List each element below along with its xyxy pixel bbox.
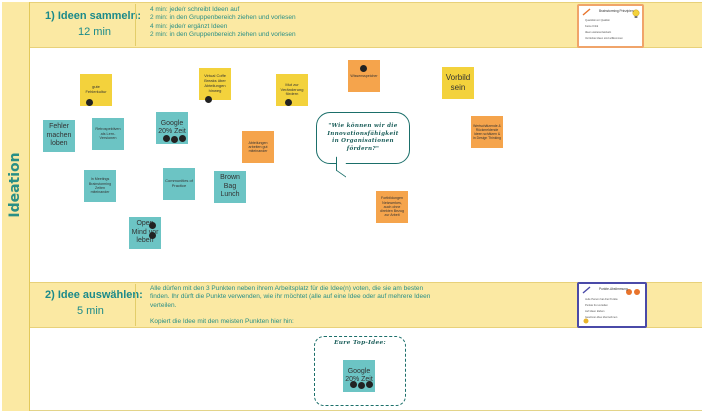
- step1-instruction: 2 min: in den Gruppenbereich ziehen und …: [150, 30, 296, 38]
- vote-dot[interactable]: [171, 136, 178, 143]
- card1-title: Brainstorming Prinzipien: [599, 9, 634, 13]
- sticky-note-text: In Meetings Brainstorming Zeiten miteina…: [88, 177, 112, 195]
- vote-dot[interactable]: [366, 381, 373, 388]
- sticky-note[interactable]: Fehler machen loben: [43, 120, 75, 152]
- sticky-note-text: Vorbild sein: [445, 73, 471, 92]
- sticky-note[interactable]: Vorbild sein: [442, 67, 474, 99]
- sticky-note-text: Fortbildungen Netzwerkes, auch ohne dire…: [380, 196, 404, 218]
- step1-time: 12 min: [78, 26, 112, 38]
- sticky-note[interactable]: Brown Bag Lunch: [214, 171, 246, 203]
- step2-title: 2) Idee auswählen:: [45, 289, 143, 301]
- vote-dot[interactable]: [149, 222, 156, 229]
- card2-line: Auf Ideen kleben: [585, 310, 605, 313]
- step1-instruction: 4 min: jede/r ergänzt Ideen: [150, 22, 228, 30]
- vote-dot[interactable]: [205, 96, 212, 103]
- step1-divider: [135, 4, 136, 46]
- sticky-note-text: Open Mind vor leben: [131, 220, 159, 245]
- top-idea-label: Eure Top-Idee:: [334, 340, 386, 346]
- step2-instruction: Kopiert die Idee mit den meisten Punkten…: [150, 317, 294, 325]
- vote-dot[interactable]: [350, 381, 357, 388]
- question-line: fördern?": [346, 145, 380, 152]
- vote-dot[interactable]: [179, 135, 186, 142]
- step1-title: 1) Ideen sammeln:: [45, 10, 141, 22]
- step1-instructions: 4 min: jede/r schreibt Ideen auf 2 min: …: [150, 6, 296, 39]
- card1-line: Quantität vor Qualität: [585, 19, 610, 22]
- sticky-note-text: Wertschätzende & Rückmeldende Ideen schä…: [473, 123, 501, 141]
- step2-divider: [135, 284, 136, 326]
- sticky-note[interactable]: Virtual Coffe Breaks über Abteilungen hi…: [199, 68, 231, 100]
- pencil-icon: [582, 8, 591, 16]
- step2-instruction: finden. Ihr dürft die Punkte verwenden, …: [150, 293, 431, 301]
- sticky-note[interactable]: Wertschätzende & Rückmeldende Ideen schä…: [471, 116, 503, 148]
- sticky-note[interactable]: Retrospektiven als Lern-Versionen: [92, 118, 124, 150]
- sticky-note-text: Abteilungen arbeiten gut miteinander: [248, 140, 268, 154]
- card2-line: Punkte frei verteilen: [585, 304, 608, 307]
- sticky-note[interactable]: Communities of Practice: [163, 168, 195, 200]
- card1-line: Keine Kritik: [585, 25, 599, 28]
- step2-instruction: Alle dürfen mit den 3 Punkten neben ihre…: [150, 285, 424, 292]
- card1-line: Ideen weiterentwickeln: [585, 31, 612, 34]
- sticky-note-text: Communities of Practice: [165, 178, 193, 188]
- sticky-note-text: Google 20% Zeit: [158, 119, 186, 135]
- sidebar: [2, 2, 30, 411]
- card2-title: Punkte-Abstimmung: [599, 287, 628, 291]
- step2-instruction: verteilen.: [150, 301, 177, 309]
- sticky-note-text: Brown Bag Lunch: [220, 174, 240, 199]
- vote-dot[interactable]: [360, 65, 367, 72]
- pencil-icon: [582, 286, 591, 294]
- sticky-note-text: Virtual Coffe Breaks über Abteilungen hi…: [204, 73, 226, 93]
- brainstorming-principles-card[interactable]: Brainstorming Prinzipien Quantität vor Q…: [577, 4, 644, 48]
- question-line: Innovationsfähigkeit: [327, 130, 399, 137]
- step2-instructions: Alle dürfen mit den 3 Punkten neben ihre…: [150, 285, 430, 326]
- sticky-note[interactable]: gute Fehlerkultur: [80, 74, 112, 106]
- sticky-note-text: Wissensspeicher: [350, 73, 378, 78]
- step2-instruction: [150, 310, 430, 318]
- vote-dot[interactable]: [163, 135, 170, 142]
- step2-time: 5 min: [77, 305, 104, 317]
- sticky-note[interactable]: Open Mind vor leben: [129, 217, 161, 249]
- sun-icon: [583, 318, 589, 324]
- question-cloud: "Wie können wir die Innovationsfähigkeit…: [316, 112, 410, 164]
- step1-instruction: 4 min: jede/r schreibt Ideen auf: [150, 6, 240, 13]
- card2-line: Gewinner-Idee übernehmen: [585, 316, 618, 319]
- vote-dot[interactable]: [149, 232, 156, 239]
- sticky-note[interactable]: Abteilungen arbeiten gut miteinander: [242, 131, 274, 163]
- sticky-note[interactable]: Fortbildungen Netzwerkes, auch ohne dire…: [376, 191, 408, 223]
- vote-dot[interactable]: [358, 382, 365, 389]
- sidebar-label: Ideation: [7, 152, 23, 218]
- question-line: in Organisationen: [332, 138, 394, 144]
- question-line: "Wie können wir die: [328, 123, 398, 129]
- step1-instruction: 2 min: in den Gruppenbereich ziehen und …: [150, 14, 296, 22]
- dot-voting-card[interactable]: Punkte-Abstimmung Jede Person hat drei P…: [577, 282, 647, 328]
- card2-line: Jede Person hat drei Punkte: [585, 298, 618, 301]
- vote-dot[interactable]: [285, 99, 292, 106]
- sticky-note-text: Fehler machen loben: [46, 123, 72, 148]
- sticky-note[interactable]: In Meetings Brainstorming Zeiten miteina…: [84, 170, 116, 202]
- card1-line: Verrückte Ideen sind willkommen: [585, 37, 623, 40]
- lightbulb-icon: [632, 9, 640, 18]
- sticky-note-text: Retrospektiven als Lern-Versionen: [95, 127, 121, 141]
- sticky-note-text: gute Fehlerkultur: [85, 84, 107, 94]
- sticky-note-text: Mut zur Veränderung fördern: [280, 81, 304, 97]
- sticky-note[interactable]: Mut zur Veränderung fördern: [276, 74, 308, 106]
- vote-dot[interactable]: [86, 99, 93, 106]
- vote-dots-icon: [626, 289, 640, 295]
- sticky-note-text: Google 20% Zeit: [345, 367, 373, 383]
